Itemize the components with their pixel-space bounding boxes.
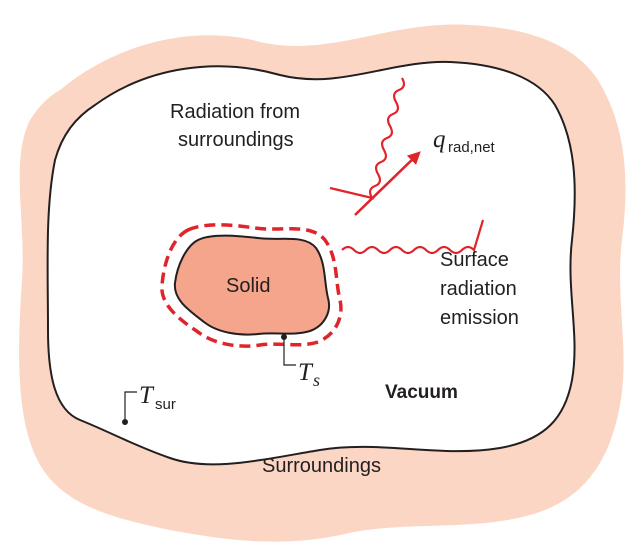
label-q-subscript: rad,net [448,139,496,156]
net-radiation-arrow [354,151,421,216]
label-vacuum: Vacuum [385,382,458,403]
surface-emission-arrow [341,219,485,255]
label-radiation-from: Radiation from [170,101,300,123]
tsur-leader [124,391,137,422]
label-tsur-subscript: sur [155,396,176,413]
label-solid: Solid [226,275,270,297]
ts-leader [283,337,296,366]
label-radiation: radiation [440,278,517,300]
label-emission: emission [440,307,519,329]
label-ts-symbol: T [298,359,314,386]
label-tsur-symbol: T [139,382,155,409]
label-surface: Surface [440,249,509,271]
label-surroundings-inner: surroundings [178,129,294,151]
label-q-symbol: q [433,126,446,153]
label-ts-subscript: s [313,370,320,390]
label-surroundings: Surroundings [262,455,381,477]
solid-body [173,234,330,336]
surface-boundary-dashed [160,223,343,348]
incoming-radiation-arrow [329,77,406,200]
